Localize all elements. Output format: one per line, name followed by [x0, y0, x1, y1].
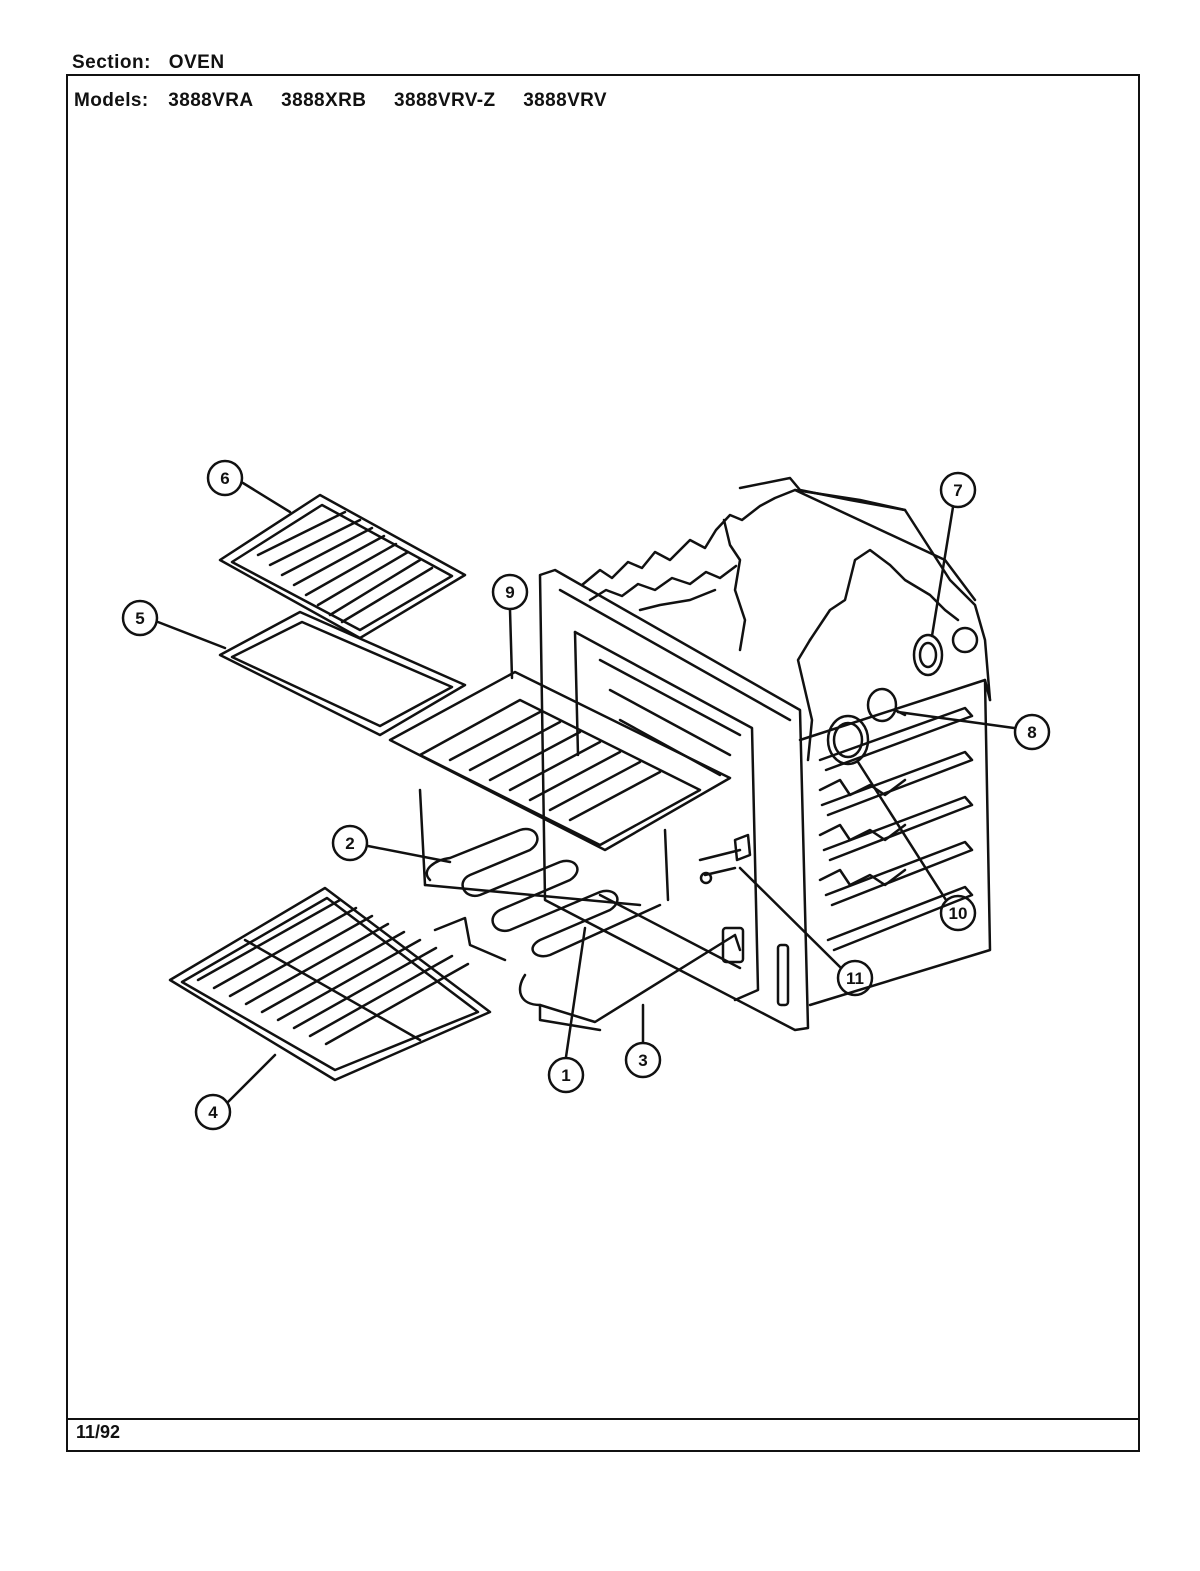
leader-line: [366, 844, 452, 864]
broil-pan-bottom: [218, 610, 467, 737]
leader-line: [738, 866, 842, 969]
revision-date: 11/92: [76, 1422, 121, 1442]
leader-line: [930, 505, 955, 638]
leader-line: [896, 710, 1016, 730]
callout-number: 1: [561, 1066, 570, 1085]
leader-line: [156, 620, 227, 650]
callout-number: 3: [638, 1051, 647, 1070]
leader-line: [856, 760, 948, 902]
callout-number: 8: [1027, 723, 1036, 742]
sensor-bracket: [698, 833, 752, 885]
leader-line: [508, 608, 514, 680]
callout-number: 2: [345, 834, 354, 853]
callout-circle: [836, 959, 874, 997]
callout-circle: [206, 459, 244, 497]
bake-element-lower: [433, 916, 745, 1032]
callout-circle: [121, 599, 159, 637]
callout-circle: [939, 894, 977, 932]
callout-number: 5: [135, 609, 144, 628]
model-number: 3888VRV-Z: [394, 90, 496, 111]
leader-line: [564, 926, 587, 1059]
section-heading: Section: OVEN: [72, 52, 225, 74]
leader-line: [241, 481, 292, 514]
model-number: 3888XRB: [281, 90, 367, 111]
oven-rack: [168, 886, 492, 1082]
model-number: 3888VRA: [168, 90, 254, 111]
callout-number: 7: [953, 481, 962, 500]
diagram-frame: Models: 3888VRA 3888XRB 3888VRV-Z 3888VR…: [66, 74, 1140, 1452]
broil-pan-insert: [218, 493, 467, 640]
callout-circle: [331, 824, 369, 862]
broil-element-assembly: [388, 670, 732, 907]
callout-number: 11: [846, 969, 864, 988]
callout-number: 9: [505, 583, 514, 602]
oven-cavity-body: [538, 476, 992, 1032]
callout-circle: [939, 471, 977, 509]
oven-lamp-parts: [826, 633, 944, 766]
section-value: OVEN: [168, 52, 225, 73]
callout-circle: [194, 1093, 232, 1131]
callouts: 6 5 9 7 8 2 10 11 1 3: [121, 459, 1051, 1131]
callout-number: 10: [949, 904, 968, 923]
bake-element: [425, 827, 662, 958]
leader-line: [226, 1053, 277, 1104]
models-label: Models:: [74, 90, 149, 111]
section-label: Section:: [72, 52, 151, 73]
callout-circle: [1013, 713, 1051, 751]
footer-divider: [68, 1418, 1138, 1420]
callout-number: 4: [208, 1103, 218, 1122]
models-line: Models: 3888VRA 3888XRB 3888VRV-Z 3888VR…: [74, 90, 629, 112]
model-number: 3888VRV: [523, 90, 607, 111]
callout-number: 6: [220, 469, 229, 488]
